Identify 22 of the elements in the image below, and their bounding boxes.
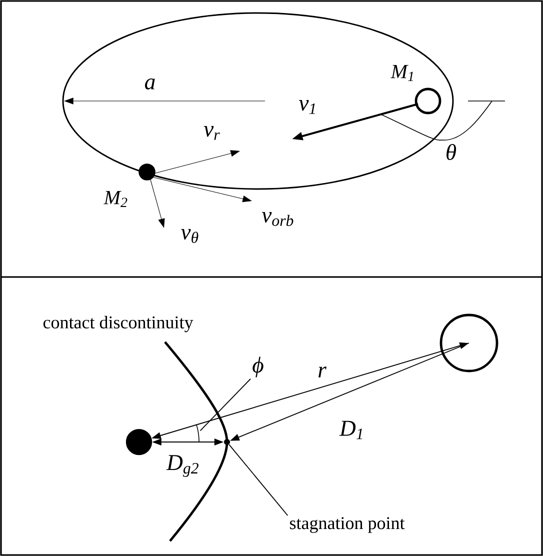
- leader-line: [228, 444, 288, 516]
- circle-marker: [440, 314, 498, 372]
- angle-arc: [196, 424, 200, 442]
- text-label: stagnation point: [290, 517, 405, 533]
- filled-dot: [126, 428, 152, 456]
- angle-label: θ: [446, 144, 456, 160]
- dimension-label: a: [145, 78, 155, 90]
- stagnation-point: [224, 439, 230, 445]
- velocity-label: v$_{orb}$: [262, 212, 294, 226]
- filled-dot: [138, 164, 156, 180]
- velocity-label: v$_{1}$: [298, 100, 315, 114]
- mass-label: M$_{1}$: [390, 65, 413, 81]
- leader-line: [200, 378, 251, 432]
- circle-marker: [414, 88, 442, 114]
- velocity-label: v$_{θ}$: [181, 228, 198, 243]
- mass-label: M$_{2}$: [104, 191, 128, 207]
- text-label: contact discontinuity: [43, 316, 194, 332]
- edge-label: r: [318, 366, 326, 378]
- edge-label: D$_{g2}$: [166, 455, 198, 477]
- edge-label: D$_{1}$: [339, 420, 362, 440]
- velocity-label: v$_{r}$: [204, 126, 220, 140]
- text-label: ϕ: [252, 356, 264, 378]
